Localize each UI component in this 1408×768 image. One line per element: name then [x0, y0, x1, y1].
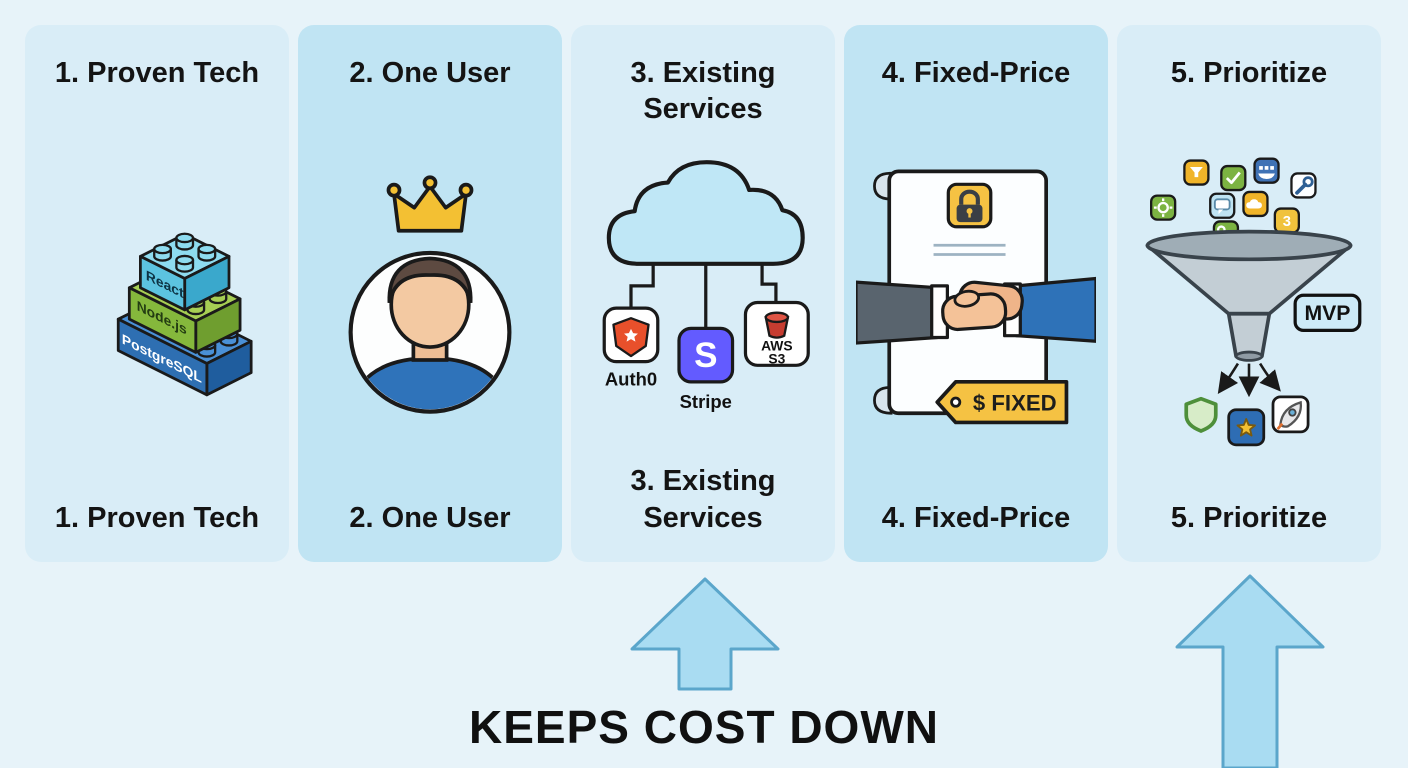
number-chip-icon: 3	[1273, 207, 1300, 234]
contract-illustration: $ FIXED	[856, 164, 1096, 434]
card-title-bottom: 3. Existing Services	[630, 465, 776, 534]
footer-label: KEEPS COST DOWN	[469, 701, 939, 753]
thumb	[953, 289, 981, 308]
mvp-badge-label: MVP	[1304, 302, 1350, 325]
scroll-curl-bottom	[873, 386, 893, 415]
funnel-svg: 3 MVP	[1145, 157, 1362, 447]
cards-row: 1. Proven Tech	[25, 25, 1381, 562]
card-prioritize: 5. Prioritize 3	[1117, 25, 1381, 562]
crown-icon	[386, 175, 474, 233]
shield-icon	[1184, 396, 1218, 433]
lego-stack-svg: PostgreSQL Node	[116, 232, 253, 397]
auth0-icon	[602, 306, 660, 363]
card-title-bottom: 2. One User	[349, 501, 511, 534]
wrench-chip-icon	[1290, 172, 1317, 199]
stripe-icon: S	[677, 326, 735, 384]
s3-label: S3	[768, 350, 785, 366]
gear-chip-icon	[1150, 194, 1177, 221]
cloud-icon	[606, 159, 805, 266]
lock-icon	[946, 182, 993, 229]
card-title-bottom: 1. Proven Tech	[54, 501, 260, 534]
lego-stack-illustration: PostgreSQL Node	[37, 177, 277, 408]
aws-s3-icon: AWS S3	[743, 300, 810, 367]
left-sleeve	[856, 280, 939, 345]
handshake-icon	[856, 276, 1096, 345]
right-sleeve	[1014, 276, 1096, 343]
connector-lines	[629, 263, 778, 328]
filter-chip-icon	[1183, 159, 1210, 186]
auth0-label: Auth0	[605, 368, 657, 389]
avatar	[348, 250, 512, 414]
react-brick: React	[139, 232, 231, 312]
chat-chip-icon	[1209, 192, 1236, 219]
output-arrows	[1217, 362, 1281, 398]
up-arrow-left	[630, 577, 780, 691]
card-title-top: 1. Proven Tech	[54, 57, 260, 89]
card-title-bottom: 5. Prioritize	[1170, 501, 1328, 534]
services-illustration: Auth0 S Stripe AWS S3	[583, 153, 823, 421]
card-title-top: 5. Prioritize	[1170, 57, 1328, 89]
card-title-top: 2. One User	[349, 57, 511, 89]
price-tag-label: $ FIXED	[973, 391, 1057, 416]
up-arrow-right	[1175, 574, 1325, 768]
check-chip-icon	[1220, 164, 1247, 192]
cloud-chip-icon	[1242, 190, 1269, 217]
hair	[387, 256, 473, 303]
price-tag: $ FIXED	[935, 380, 1069, 425]
card-proven-tech: 1. Proven Tech	[25, 25, 289, 562]
rocket-icon	[1271, 395, 1310, 434]
mvp-badge: MVP	[1293, 293, 1362, 332]
number-chip-label: 3	[1283, 214, 1291, 230]
card-one-user: 2. One User	[298, 25, 562, 562]
card-title-top: 3. Existing Services	[630, 57, 776, 126]
card-fixed-price: 4. Fixed-Price	[844, 25, 1108, 562]
funnel-illustration: 3 MVP	[1129, 155, 1369, 452]
container-chip-icon	[1253, 157, 1280, 184]
funnel-icon	[1145, 229, 1353, 362]
card-title-bottom: 4. Fixed-Price	[881, 501, 1071, 534]
user-svg	[348, 175, 512, 414]
star-icon	[1227, 408, 1266, 447]
stripe-label: Stripe	[680, 390, 732, 411]
aws-label: AWS	[761, 337, 793, 353]
react-studs	[153, 232, 217, 273]
user-illustration	[310, 168, 550, 426]
feature-icons: 3	[1150, 157, 1317, 247]
card-title-top: 4. Fixed-Price	[881, 57, 1071, 89]
services-svg: Auth0 S Stripe AWS S3	[602, 159, 810, 411]
scroll-curl-top	[873, 171, 893, 201]
contract-svg: $ FIXED	[856, 169, 1096, 425]
stripe-initial: S	[694, 336, 717, 375]
card-existing-services: 3. Existing Services Auth0 S Stripe	[571, 25, 835, 562]
contract-text-lines	[933, 243, 1006, 256]
